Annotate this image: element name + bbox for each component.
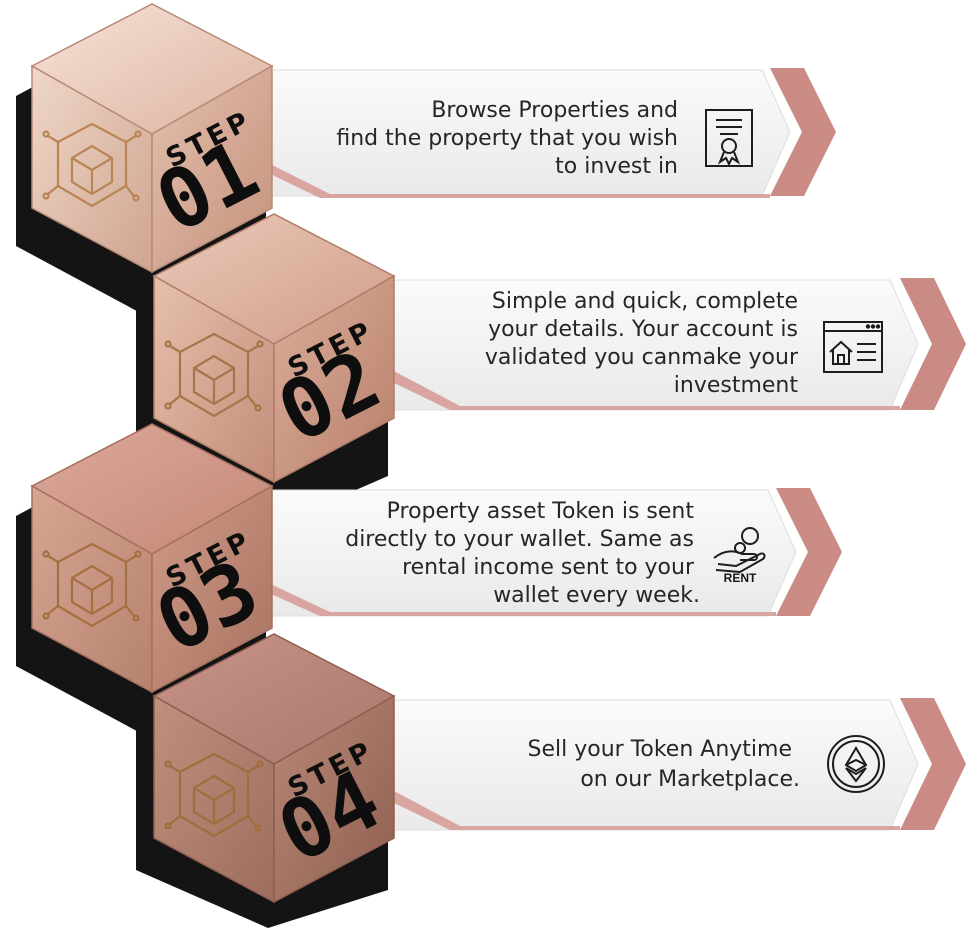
step-02-chevron	[900, 278, 966, 410]
step-04-banner	[389, 699, 919, 831]
step-01: STEP 01 Browse Properties and find the p…	[16, 3, 836, 316]
step-03-line-1: Property asset Token is sent	[387, 499, 695, 524]
step-01-line-1: Browse Properties and	[431, 98, 678, 123]
step-02-cube-right	[273, 274, 395, 484]
step-01-line-2: find the property that you wish	[336, 126, 678, 151]
step-04-accent-line	[392, 790, 900, 830]
step-01-chevron	[770, 68, 836, 196]
step-03-chevron	[776, 488, 842, 616]
step-01-accent-line	[262, 160, 770, 198]
step-03-line-3: rental income sent to your	[402, 555, 695, 580]
certificate-icon	[705, 109, 753, 167]
step-02-line-4: investment	[674, 373, 799, 398]
step-04-cube-right	[273, 694, 395, 904]
step-03: STEP 03 Property asset Token is sent dir…	[16, 423, 842, 736]
step-01-emblem-icon	[42, 122, 142, 208]
ethereum-coin-icon	[827, 735, 885, 793]
step-04-emblem-icon	[164, 752, 264, 838]
step-01-line-3: to invest in	[555, 154, 678, 179]
step-02-accent-line	[392, 370, 900, 410]
step-02-line-3: validated you canmake your	[485, 345, 799, 370]
step-04: STEP 04 Sell your Token Anytime on our M…	[136, 633, 966, 928]
web-form-house-icon	[823, 321, 883, 373]
step-02: STEP 02 Simple and quick, complete your …	[136, 213, 966, 528]
step-03-emblem-icon	[42, 542, 142, 628]
step-04-line-2: on our Marketplace.	[580, 767, 800, 792]
hand-coins-rent-icon	[713, 527, 766, 574]
step-01-cube-right	[151, 64, 273, 274]
step-02-line-2: your details. Your account is	[488, 317, 798, 342]
step-02-emblem-icon	[164, 332, 264, 418]
step-04-line-1: Sell your Token Anytime	[528, 737, 792, 762]
step-03-line-2: directly to your wallet. Same as	[345, 527, 694, 552]
hand-coins-rent-icon-label: RENT	[724, 571, 757, 585]
step-03-line-4: wallet every week.	[493, 583, 700, 608]
step-03-cube-right	[151, 484, 273, 694]
step-02-line-1: Simple and quick, complete	[492, 289, 798, 314]
step-04-chevron	[900, 698, 966, 830]
step-03-accent-line	[262, 580, 776, 616]
